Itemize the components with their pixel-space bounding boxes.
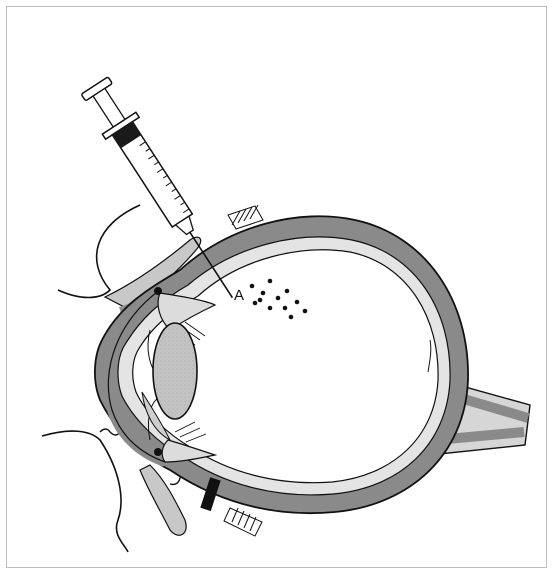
lens-icon	[153, 323, 197, 419]
muscle-insertion-bottom	[224, 508, 262, 536]
label-a: A	[234, 287, 244, 304]
